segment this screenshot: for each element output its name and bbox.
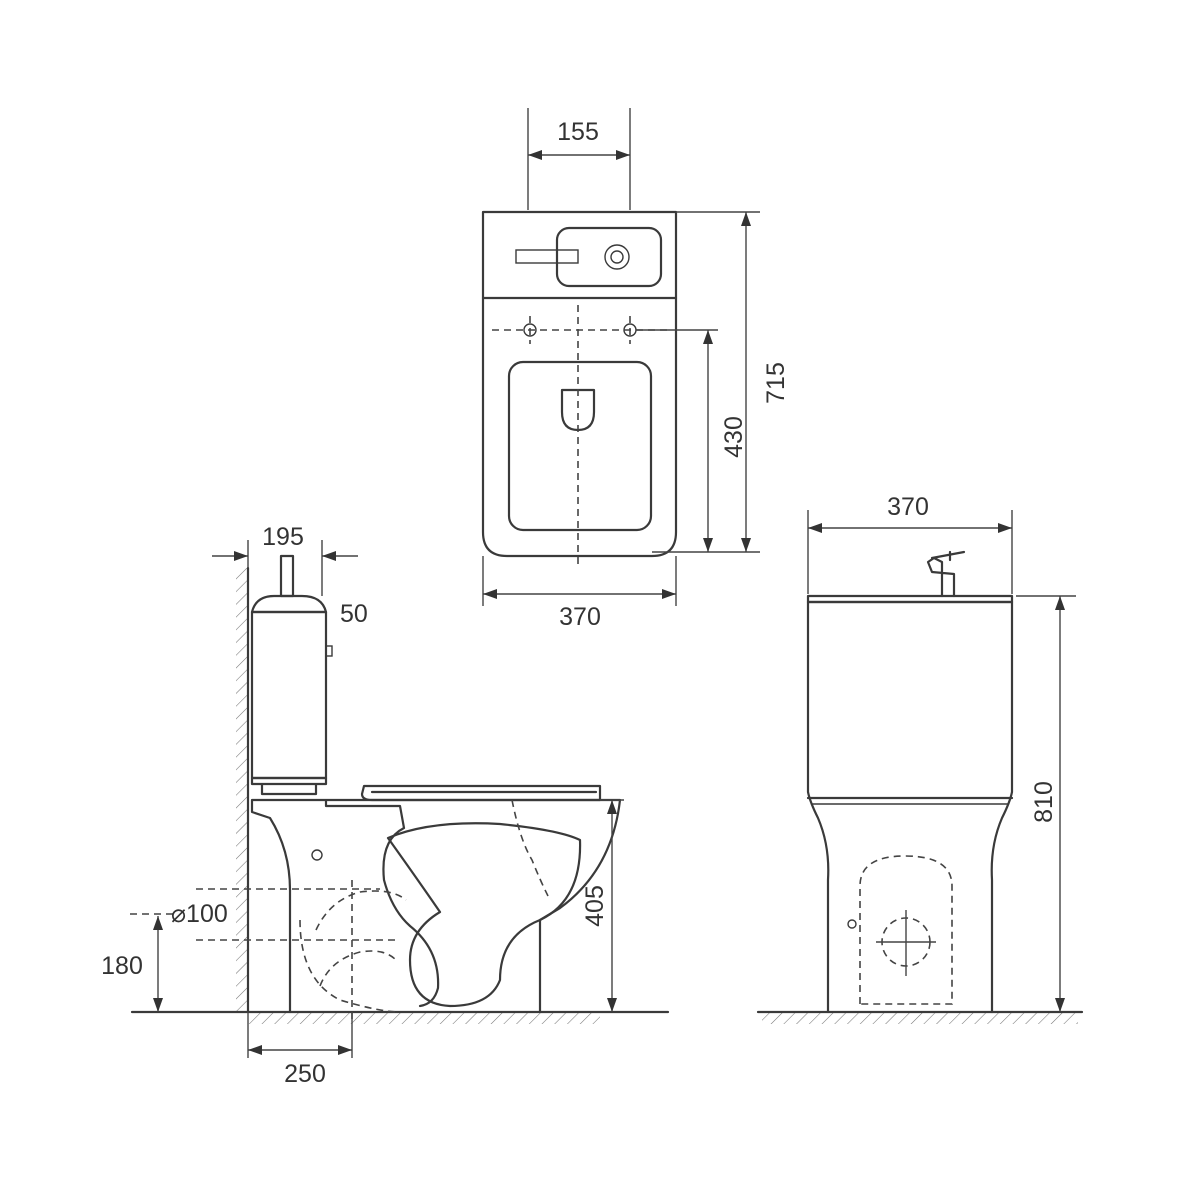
drain-icon: [604, 244, 630, 270]
body-front-outline: [806, 600, 1014, 1014]
tap-spout-top: [515, 249, 579, 264]
hand-basin-outline: [555, 226, 663, 288]
dimension-label-810: 810: [1030, 781, 1058, 823]
dimension-label-405: 405: [581, 885, 609, 927]
dimension-label-front-370: 370: [887, 493, 929, 521]
trap-front-hidden-line: [859, 855, 953, 1005]
dimension-label-715: 715: [762, 362, 790, 404]
front-view: 370 810: [756, 493, 1084, 1024]
dimension-side-outlet-setback: 250: [247, 1012, 353, 1088]
flush-button-side-icon: [325, 645, 333, 657]
side-view: 195 50 ⌀100 180 250 405: [101, 523, 670, 1088]
dimension-label-155: 155: [557, 118, 599, 146]
dimension-top-depth: 715: [652, 211, 790, 553]
dimension-front-height: 810: [1016, 595, 1076, 1012]
dimension-front-width: 370: [807, 493, 1013, 594]
drain-inner-icon: [610, 250, 624, 264]
wall-hatching: [236, 568, 248, 1012]
floor-hatching-front: [762, 1012, 1078, 1024]
dimension-side-outlet-height: 180: [101, 916, 163, 1012]
dimension-side-cistern-depth: 195: [212, 523, 358, 596]
dimension-side-seat-height: 405: [581, 799, 624, 1012]
top-view-outline: [481, 210, 678, 558]
dimension-label-diameter-100: ⌀100: [171, 900, 228, 928]
bolt-hole-left-icon: [523, 323, 537, 337]
dimension-top-tap-offset: 155: [527, 108, 631, 210]
dimension-label-50: 50: [340, 600, 368, 628]
fixing-hole-side-icon: [311, 849, 323, 861]
seat-hinge-hidden-line: [511, 799, 549, 897]
dimension-top-width: 370: [482, 556, 677, 631]
bowl-opening-outline: [507, 360, 653, 532]
cistern-base-side: [250, 776, 328, 796]
tap-side: [279, 554, 295, 598]
dimension-top-bolt-depth: 430: [636, 329, 748, 552]
fixing-hole-front-icon: [847, 919, 857, 929]
cistern-lid-side: [250, 594, 328, 614]
dimension-label-250: 250: [284, 1060, 326, 1088]
dimension-label-195: 195: [262, 523, 304, 551]
trap-hidden-line: [299, 890, 407, 1013]
dimension-label-180: 180: [101, 952, 143, 980]
dimension-label-top-370: 370: [559, 603, 601, 631]
tap-front: [926, 550, 966, 598]
bowl-side-outline: [250, 798, 622, 1014]
dimension-label-430: 430: [720, 416, 748, 458]
bowl-inner-side: [386, 822, 582, 1008]
cistern-body-side: [250, 610, 328, 780]
floor-hatching-side: [248, 1012, 600, 1024]
top-view: 155 370 715 430: [481, 108, 790, 631]
